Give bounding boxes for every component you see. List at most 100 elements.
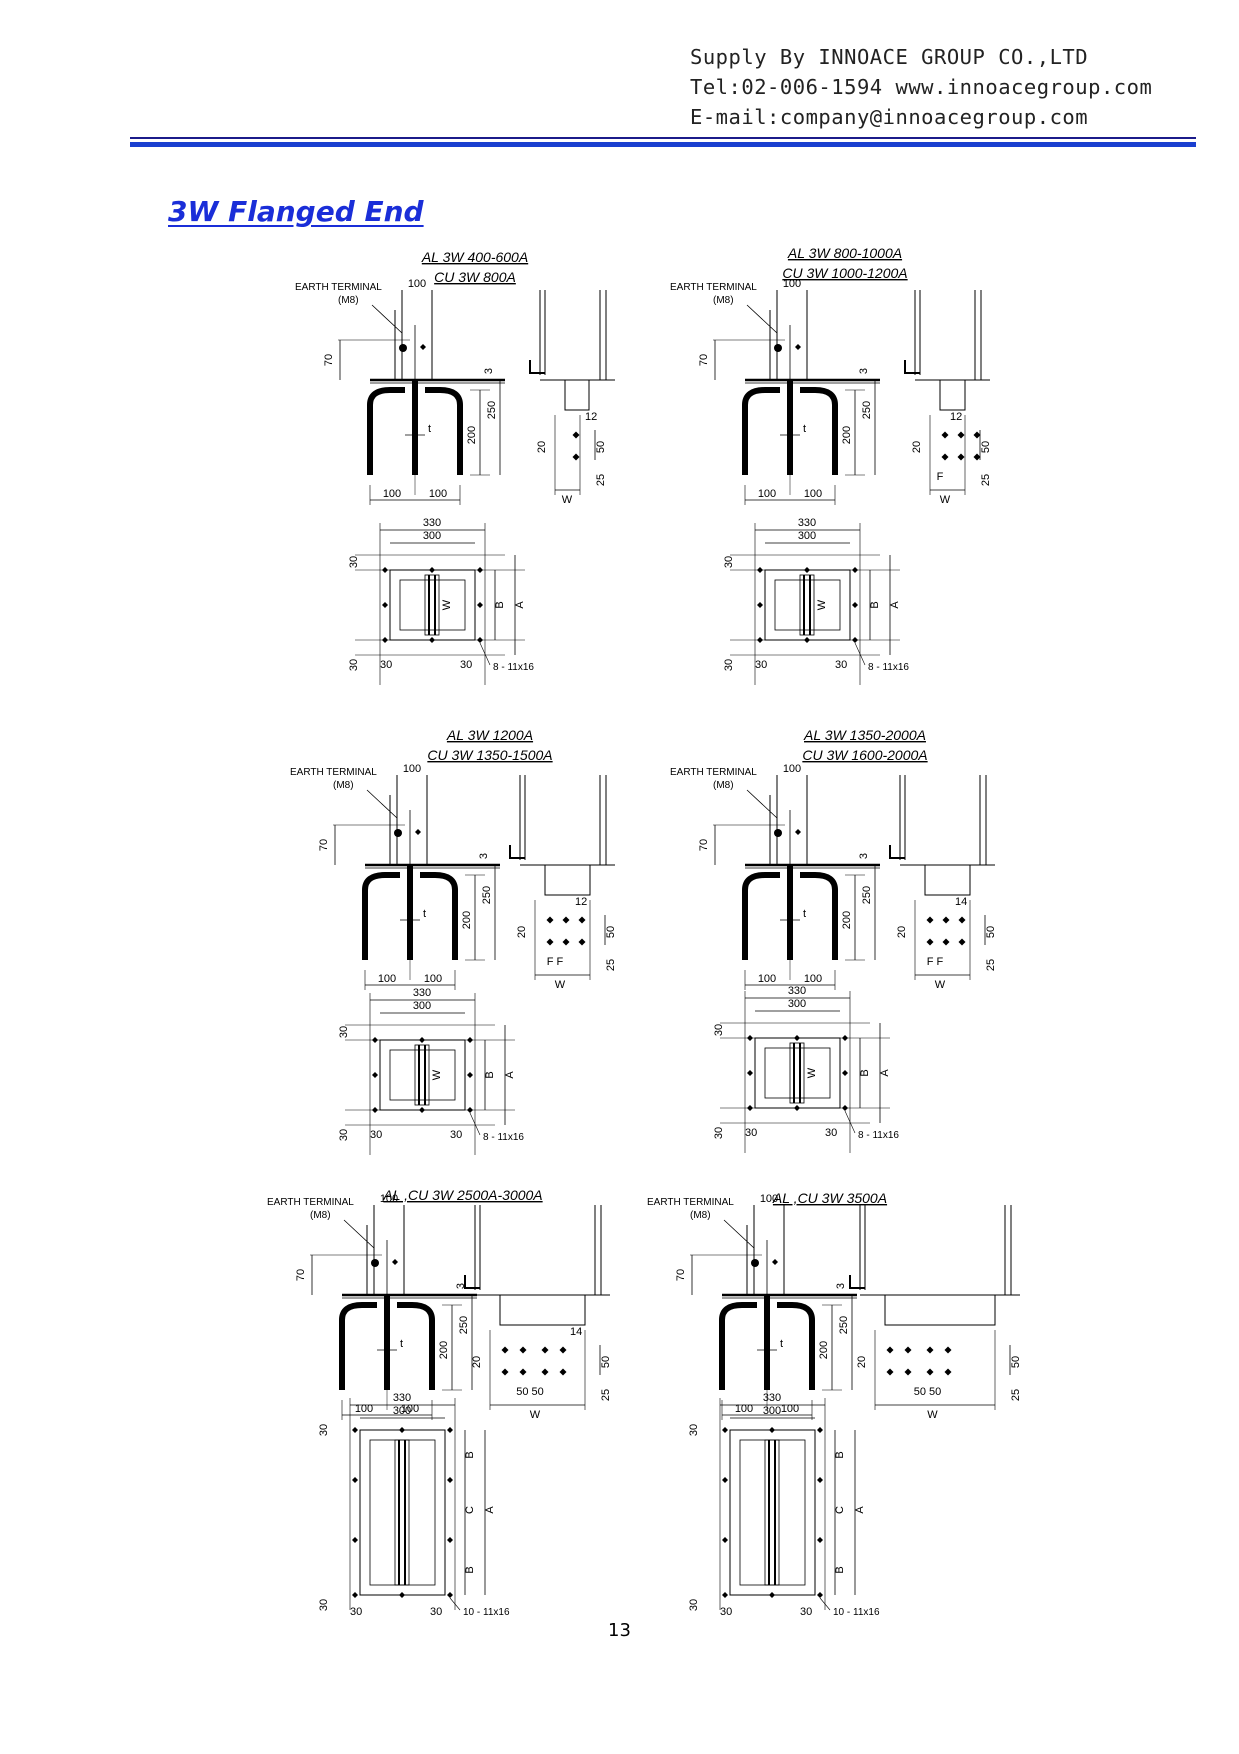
dimension-label: 30	[688, 1424, 700, 1436]
dimension-label: 70	[698, 839, 710, 851]
bolt-hole-marker	[501, 1346, 509, 1354]
earth-terminal-leader	[723, 1219, 755, 1249]
flange-edge	[529, 360, 545, 374]
dimension-label: W	[940, 494, 951, 506]
dimension-label: 200	[461, 911, 473, 929]
dimension-label: 100	[378, 973, 396, 985]
dimension-label: 30	[348, 556, 360, 568]
bolt-hole-marker	[546, 916, 554, 924]
bolt-hole-marker	[817, 1537, 823, 1543]
flange-edge	[904, 360, 920, 374]
holes-label: 10 - 11x16	[833, 1607, 880, 1618]
bolt-hole-marker	[419, 1037, 425, 1043]
dimension-label: 30	[338, 1129, 350, 1141]
bolt-hole-marker	[467, 1037, 473, 1043]
flange-plate	[754, 1037, 841, 1109]
bolt-hole-marker	[804, 637, 810, 643]
bolt-hole-marker	[519, 1346, 527, 1354]
bolt-hole-marker	[842, 1070, 848, 1076]
bolt-hole-marker	[559, 1346, 567, 1354]
opening	[399, 579, 466, 631]
bolt-hole-marker	[942, 916, 950, 924]
dimension-label: 100	[804, 973, 822, 985]
dimension-label: B	[484, 1071, 496, 1078]
earth-terminal-label: EARTH TERMINAL	[295, 282, 382, 293]
bolt-hole-marker	[382, 637, 388, 643]
bolt-hole-marker	[795, 344, 801, 350]
dimension-label: 330	[423, 517, 441, 529]
conductor-bar	[339, 1302, 377, 1390]
dimension-label: 50	[1010, 1356, 1022, 1368]
page-title: 3W Flanged End	[168, 195, 424, 228]
holes-label: 8 - 11x16	[858, 1130, 899, 1141]
bolt-hole-marker	[904, 1368, 912, 1376]
dimension-label: B	[834, 1566, 846, 1573]
earth-terminal-size: (M8)	[690, 1210, 711, 1221]
header-email: E-mail:company@innoacegroup.com	[690, 105, 1089, 129]
dimension-label: 200	[466, 426, 478, 444]
dimension-label: 30	[430, 1606, 442, 1618]
dimension-label: 300	[763, 1405, 781, 1417]
bolt-hole-marker	[772, 1259, 778, 1265]
dimension-label: 300	[798, 530, 816, 542]
dimension-label: 30	[713, 1127, 725, 1139]
dimension-label: 3	[858, 853, 870, 859]
bolt-hole-marker	[352, 1537, 358, 1543]
conductor-bar	[742, 872, 780, 960]
dimension-label: B	[464, 1451, 476, 1458]
bolt-hole-marker	[941, 431, 949, 439]
bolt-hole-marker	[774, 829, 782, 837]
dimension-label: 30	[800, 1606, 812, 1618]
dimension-label: 20	[471, 1356, 483, 1368]
bolt-hole-marker	[794, 1105, 800, 1111]
terminal-block	[544, 864, 591, 896]
bolt-hole-marker	[447, 1592, 453, 1598]
bolt-hole-marker	[926, 1368, 934, 1376]
bolt-hole-marker	[372, 1037, 378, 1043]
page-number: 13	[608, 1620, 631, 1641]
header-supply: Supply By INNOACE GROUP CO.,LTD	[690, 45, 1089, 69]
bolt-hole-marker	[769, 1427, 775, 1433]
bolt-hole-marker	[757, 602, 763, 608]
dimension-label: 100	[783, 763, 801, 775]
terminal-block	[499, 1294, 586, 1326]
bolt-hole-marker	[886, 1346, 894, 1354]
opening	[389, 1049, 456, 1101]
dimension-label: 100	[380, 1193, 398, 1205]
conductor-bar	[800, 872, 838, 960]
bolt-hole-marker	[382, 602, 388, 608]
dimension-label: 50 50	[516, 1386, 544, 1398]
bolt-hole-marker	[722, 1537, 728, 1543]
dimension-label: t	[423, 908, 426, 920]
dimension-label: 30	[380, 659, 392, 671]
dimension-label: B	[869, 601, 881, 608]
dimension-label: 250	[838, 1316, 850, 1334]
earth-terminal-label: EARTH TERMINAL	[647, 1197, 734, 1208]
terminal-block	[924, 864, 971, 896]
bolt-hole-marker	[399, 344, 407, 352]
dimension-label: A	[484, 1506, 496, 1514]
dimension-label: 200	[818, 1341, 830, 1359]
dimension-label: 100	[401, 1403, 419, 1415]
bolt-hole-marker	[429, 567, 435, 573]
earth-terminal-leader	[366, 789, 398, 819]
bolt-hole-marker	[957, 453, 965, 461]
header-tel: Tel:02-006-1594 www.innoacegroup.com	[690, 75, 1153, 99]
dimension-label: 100	[783, 278, 801, 290]
drawing-line	[844, 1110, 856, 1134]
dimension-label: 70	[323, 354, 335, 366]
bolt-hole-marker	[562, 916, 570, 924]
opening	[774, 579, 841, 631]
drawing-heading: AL 3W 1350-2000A	[803, 727, 926, 743]
flange-plate	[729, 1429, 816, 1596]
dimension-label: B	[494, 601, 506, 608]
drawing-subheading: CU 3W 1000-1200A	[782, 265, 907, 281]
drawing-subheading: CU 3W 1350-1500A	[427, 747, 552, 763]
bolt-hole-marker	[578, 916, 586, 924]
dimension-label: 25	[600, 1389, 612, 1401]
dimension-label: W	[555, 979, 566, 991]
dimension-label: A	[879, 1069, 891, 1077]
dimension-label: 12	[575, 896, 587, 908]
conductor-bar	[397, 1302, 435, 1390]
dimension-label: 20	[911, 441, 923, 453]
